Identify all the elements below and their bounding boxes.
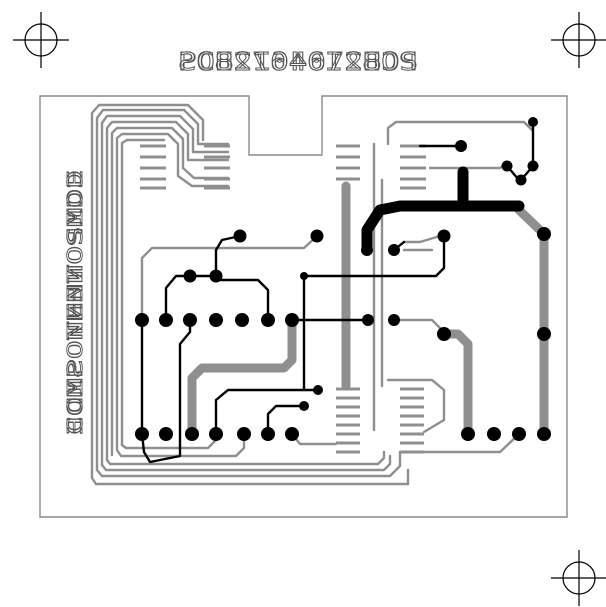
via-pad [299, 401, 309, 411]
component-pad [261, 313, 275, 327]
component-pad [261, 427, 275, 441]
via-pad [515, 174, 527, 186]
via-pad [527, 160, 539, 172]
via-pad [183, 269, 197, 283]
component-pad [183, 313, 197, 327]
component-pad [185, 427, 199, 441]
component-pad [537, 227, 551, 241]
bottom-copper-layer [90, 103, 549, 486]
component-pad [135, 427, 149, 441]
component-pad [487, 427, 501, 441]
via-pad [313, 385, 323, 395]
pads [135, 117, 551, 441]
side-label-text-mirror: COMPONENT SIDE [63, 170, 87, 435]
registration-mark-top-right [551, 12, 606, 68]
component-pad [285, 427, 299, 441]
registration-mark-bottom-right [551, 550, 606, 606]
ic-left-pins [140, 144, 230, 190]
top-copper-layer [140, 120, 535, 464]
registration-mark-top-left [13, 12, 69, 68]
via-pad [300, 272, 308, 280]
component-pad [235, 313, 249, 327]
component-pad [362, 314, 374, 326]
via-pad [437, 229, 451, 243]
component-pad [388, 314, 400, 326]
component-pad [285, 313, 299, 327]
component-pad [461, 427, 475, 441]
component-pad [537, 327, 551, 341]
via-pad [388, 244, 400, 256]
component-pad [135, 313, 149, 327]
side-label-text: COMPONENT SIDE [63, 170, 87, 435]
via-pad [233, 229, 247, 243]
component-pad [209, 313, 223, 327]
via-pad [310, 229, 324, 243]
via-pad [209, 269, 223, 283]
ic-bottom-pins [336, 387, 424, 454]
component-pad [237, 427, 251, 441]
component-side-label: COMPONENT SIDE COMPONENT SIDE [63, 170, 88, 436]
component-pad [437, 327, 451, 341]
via-pad [528, 117, 538, 127]
component-pad [512, 427, 526, 441]
component-pad [209, 427, 223, 441]
component-pad [159, 427, 173, 441]
component-pad [537, 427, 551, 441]
board-outline [39, 95, 568, 518]
via-pad [361, 244, 373, 256]
ic-middle-pins [336, 144, 426, 190]
board-title-mirror: PCB2104672BOS [178, 47, 418, 76]
via-pad [455, 140, 467, 152]
board-title: PCB2104672BOS [178, 47, 418, 76]
via-pad [501, 160, 513, 172]
component-pad [159, 313, 173, 327]
